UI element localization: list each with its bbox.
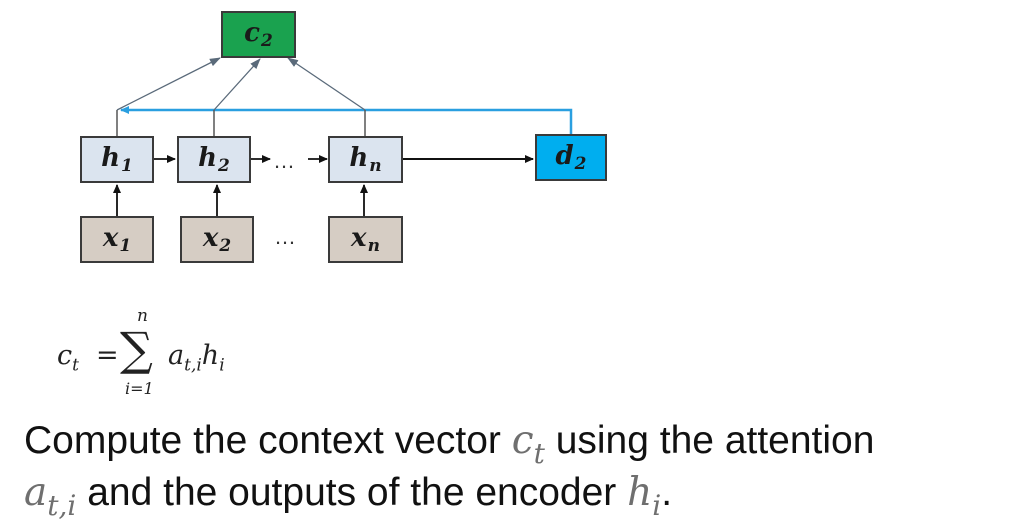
hidden-ellipsis: …: [273, 148, 296, 173]
formula-equals: =: [96, 340, 119, 371]
formula-term: at,ihi: [168, 340, 225, 376]
context-node-label: c2: [244, 17, 273, 51]
arrow-hn-to-c2: [287, 57, 366, 111]
hidden-node-label: h1: [101, 142, 133, 176]
hidden-node-h2: h2: [177, 136, 251, 183]
caption-line-2: at,i and the outputs of the encoder hi.: [24, 470, 673, 522]
input-node-xn: xn: [328, 216, 403, 263]
context-node-c2: c2: [221, 11, 296, 58]
attention-line: [120, 106, 573, 134]
hidden-node-hn: hn: [328, 136, 403, 183]
input-node-label: x2: [202, 222, 232, 256]
arrow-h2-to-c2: [213, 58, 261, 111]
hidden-node-label: hn: [349, 142, 382, 176]
arrow-h1-to-c2: [116, 57, 221, 111]
decoder-node-label: d2: [555, 140, 587, 174]
caption-line-1: Compute the context vector ct using the …: [24, 418, 875, 470]
caption-math-hi: hi: [627, 470, 662, 522]
caption-math-ct: ct: [511, 418, 545, 470]
formula-sum-symbol: ∑: [120, 322, 153, 376]
hidden-node-label: h2: [198, 142, 230, 176]
caption-math-ati: at,i: [24, 470, 77, 522]
input-node-label: xn: [351, 222, 380, 256]
hidden-node-h1: h1: [80, 136, 154, 183]
formula-lower-limit: i=1: [125, 379, 154, 398]
formula-upper-limit: n: [137, 306, 148, 326]
input-node-x1: x1: [80, 216, 154, 263]
decoder-node-d2: d2: [535, 134, 607, 181]
input-ellipsis: …: [274, 224, 297, 249]
formula-lhs: ct: [57, 340, 79, 376]
input-node-label: x1: [102, 222, 132, 256]
input-node-x2: x2: [180, 216, 254, 263]
